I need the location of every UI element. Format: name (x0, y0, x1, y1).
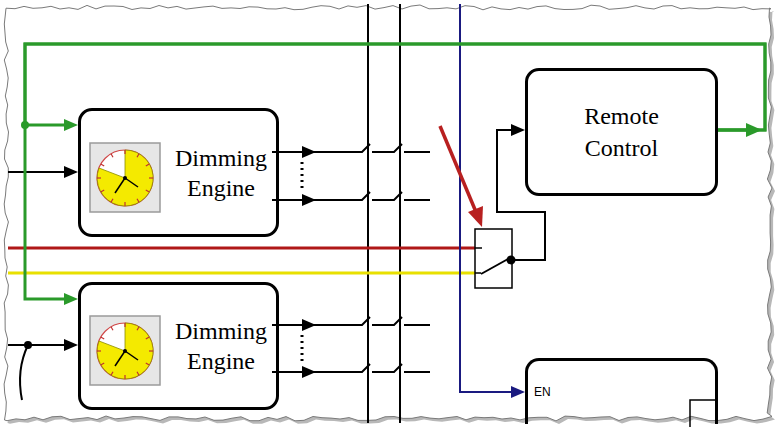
clock-tick (101, 337, 104, 339)
box-label: Dimming Engine (169, 143, 273, 203)
wire (8, 171, 70, 173)
icon-frame (90, 316, 160, 385)
clock-face (97, 323, 153, 379)
remote-control-box: Remote Control (525, 68, 718, 196)
wire (475, 272, 481, 274)
clock-face (97, 150, 153, 206)
clock-sector (97, 323, 153, 379)
clock-tick (124, 202, 125, 206)
clock-icon (90, 143, 160, 212)
clock-hand (115, 351, 125, 366)
callout-arrow (440, 126, 483, 227)
drawing-part (24, 341, 32, 349)
drawing-part (511, 124, 525, 136)
clock-tick (111, 327, 113, 330)
input-heads (24, 166, 78, 351)
switch-symbol (475, 124, 545, 288)
clock-tick (137, 327, 139, 330)
clock-pivot (123, 349, 127, 353)
drawing-part (690, 400, 718, 427)
clock-tick (111, 154, 113, 157)
left-inputs (8, 172, 70, 400)
clock-tick (137, 154, 139, 157)
bus-lines (368, 4, 400, 423)
clock-tick (101, 190, 104, 192)
clock-icon (90, 316, 160, 385)
clock-hand (125, 178, 138, 187)
wire (8, 344, 70, 346)
drawing-part (468, 206, 483, 227)
pin-label: EN (534, 385, 551, 399)
engine-outputs (272, 144, 430, 378)
drawing-part (20, 345, 28, 400)
clock-tick (101, 363, 104, 365)
text-group: Dimming Engine (166, 143, 276, 203)
output-arrowhead (302, 146, 316, 158)
wire (475, 247, 482, 249)
wire (367, 4, 369, 423)
clock-tick (137, 372, 139, 375)
dimming-engine-box: Dimming Engine (78, 108, 279, 237)
torn-paper (4, 5, 775, 424)
drawing-part (64, 339, 78, 351)
connector-line (25, 44, 765, 299)
control-connector (25, 44, 765, 305)
clock-tick (146, 164, 149, 166)
output-arrowhead (302, 194, 316, 206)
wire (301, 162, 304, 192)
clock-tick (149, 350, 153, 351)
wire (301, 335, 304, 365)
clock-tick (101, 164, 104, 166)
clock-tick (146, 190, 149, 192)
clock-tick (124, 323, 125, 327)
connector-arrowhead (64, 119, 78, 131)
clock-pivot (123, 176, 127, 180)
text-group: Remote Control (557, 100, 687, 164)
clock-tick (146, 337, 149, 339)
clock-sector (97, 150, 153, 206)
drawing-part (475, 229, 512, 288)
wire (440, 126, 476, 212)
text-group: Dimming Engine (166, 316, 276, 376)
en-arrowhead (511, 386, 525, 398)
wire (399, 4, 401, 423)
clock-hand (115, 178, 125, 193)
dimming-engine-box: Dimming Engine (78, 282, 279, 410)
wire (8, 272, 478, 275)
wire (481, 259, 508, 274)
clock-tick (97, 177, 101, 178)
en-box-wire (690, 400, 718, 427)
box-label: Remote Control (557, 100, 687, 164)
clock-hand (125, 351, 138, 360)
clock-tick (111, 199, 113, 202)
output-wire (272, 317, 430, 325)
connector-arrowhead (64, 293, 78, 305)
output-wire (272, 192, 430, 200)
output-wire (272, 364, 430, 372)
enable-block: EN (525, 358, 718, 424)
clock-tick (146, 363, 149, 365)
clock-tick (124, 150, 125, 154)
wire (8, 247, 476, 250)
text-group: EN (528, 361, 551, 399)
signal-lines (8, 4, 516, 392)
icon-frame (90, 143, 160, 212)
clock-tick (111, 372, 113, 375)
clock-tick (97, 350, 101, 351)
output-arrowhead (302, 319, 316, 331)
clock-tick (149, 177, 153, 178)
clock-tick (137, 199, 139, 202)
clock-tick (124, 375, 125, 379)
box-label: Dimming Engine (169, 316, 273, 376)
dotted-outputs (301, 162, 304, 365)
drawing-part (64, 166, 78, 178)
output-wire (272, 144, 430, 152)
output-arrowhead (302, 366, 316, 378)
